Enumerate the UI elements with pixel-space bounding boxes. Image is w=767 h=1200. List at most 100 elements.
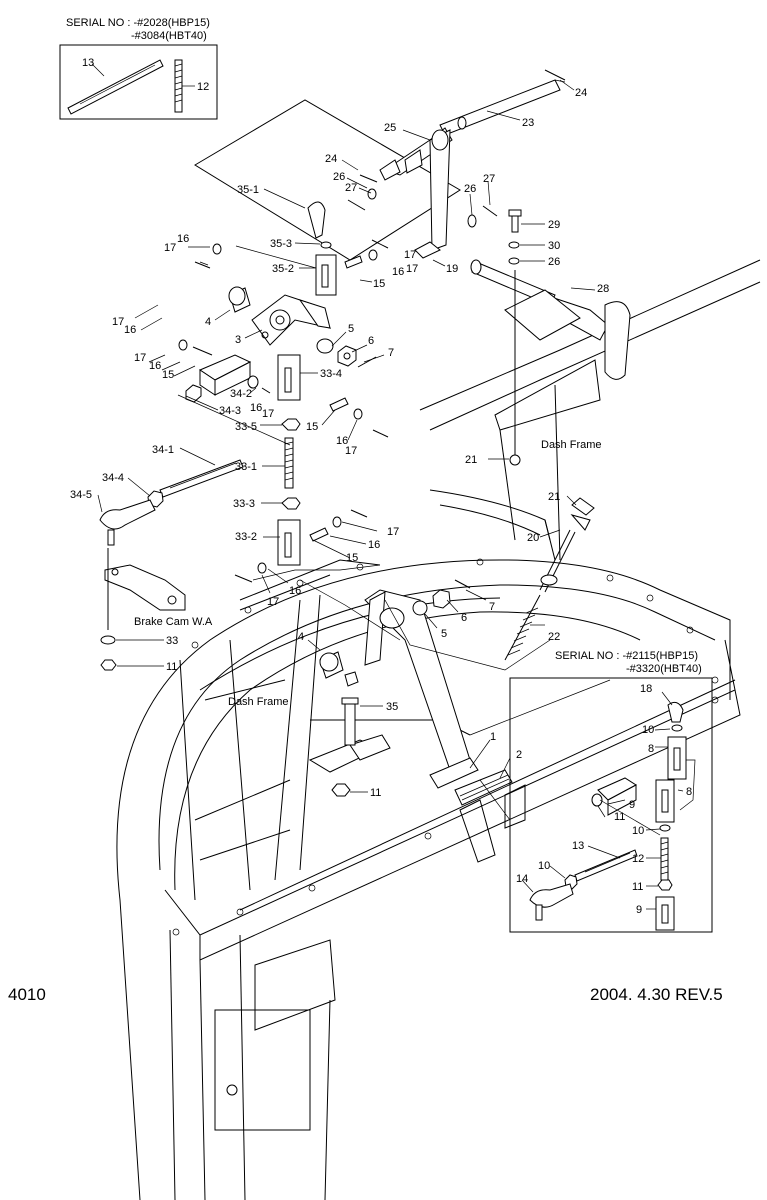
top-serial-line2: -#3084(HBT40) [131, 30, 207, 42]
callout-33-2: 33-2 [235, 531, 257, 543]
callout-34-5: 34-5 [70, 489, 92, 501]
callout-17: 17 [345, 445, 357, 457]
callout-26: 26 [548, 256, 560, 268]
callout-7: 7 [388, 347, 394, 359]
callout-16: 16 [336, 435, 348, 447]
top-serial-line1: SERIAL NO : -#2028(HBP15) [66, 17, 210, 29]
callout-18: 18 [640, 683, 652, 695]
callout-11: 11 [166, 661, 177, 673]
pedal-assembly [299, 497, 595, 806]
callout-28: 28 [597, 283, 609, 295]
callout-12-top: 12 [197, 81, 209, 93]
callout-17: 17 [387, 526, 399, 538]
callout-10: 10 [642, 724, 654, 736]
callout-11: 11 [614, 811, 625, 823]
cab-frame [116, 259, 761, 1200]
top-inset-serial: SERIAL NO : -#2028(HBP15) -#3084(HBT40) [66, 17, 210, 43]
callout-17: 17 [262, 408, 274, 420]
callout-3: 3 [235, 334, 241, 346]
callout-29: 29 [548, 219, 560, 231]
callout-21: 21 [548, 491, 560, 503]
callout-30: 30 [548, 240, 560, 252]
callout-10: 10 [632, 825, 644, 837]
callout-17: 17 [164, 242, 176, 254]
middle-linkage [99, 286, 389, 671]
callout-34-3: 34-3 [219, 405, 241, 417]
callout-11: 11 [370, 787, 381, 799]
callout-4: 4 [205, 316, 211, 328]
callout-34-1: 34-1 [152, 444, 174, 456]
callout-leaders [97, 79, 684, 910]
callout-15: 15 [306, 421, 318, 433]
callout-35-2: 35-2 [272, 263, 294, 275]
callout-9: 9 [629, 799, 635, 811]
callout-35-1: 35-1 [237, 184, 259, 196]
callout-10: 10 [538, 860, 550, 872]
callout-17: 17 [267, 596, 279, 608]
callout-5: 5 [348, 323, 354, 335]
callout-13: 13 [572, 840, 584, 852]
callout-9: 9 [636, 904, 642, 916]
callout-15: 15 [162, 369, 174, 381]
callout-4: 4 [298, 631, 304, 643]
callout-16: 16 [124, 324, 136, 336]
callout-20: 20 [527, 532, 539, 544]
callout-27: 27 [345, 182, 357, 194]
callout-21: 21 [465, 454, 477, 466]
callout-33-3: 33-3 [233, 498, 255, 510]
callout-33: 33 [166, 635, 178, 647]
callout-8: 8 [648, 743, 654, 755]
upper-shaft-assembly [194, 69, 631, 466]
bottom-inset [469, 677, 713, 933]
callout-17: 17 [134, 352, 146, 364]
callout-26: 26 [333, 171, 345, 183]
callout-labels: 13 12 24 23 25 24 26 27 35-1 26 27 29 30… [70, 57, 692, 916]
callout-7: 7 [489, 601, 495, 613]
callout-16: 16 [392, 266, 404, 278]
callout-15: 15 [373, 278, 385, 290]
callout-34-4: 34-4 [102, 472, 124, 484]
callout-16: 16 [289, 585, 301, 597]
brake-cam-label: Brake Cam W.A [134, 616, 213, 628]
callout-17: 17 [112, 316, 124, 328]
callout-6: 6 [368, 335, 374, 347]
callout-34-2: 34-2 [230, 388, 252, 400]
callout-14: 14 [516, 873, 528, 885]
callout-6: 6 [461, 612, 467, 624]
callout-2: 2 [516, 749, 522, 761]
callout-16: 16 [149, 360, 161, 372]
callout-35: 35 [386, 701, 398, 713]
bottom-serial-line1: SERIAL NO : -#2115(HBP15) [555, 650, 699, 662]
dash-frame-label-right: Dash Frame [541, 439, 602, 451]
callout-12: 12 [632, 853, 644, 865]
callout-24: 24 [575, 87, 587, 99]
callout-17: 17 [406, 263, 418, 275]
callout-35-3: 35-3 [270, 238, 292, 250]
callout-5: 5 [441, 628, 447, 640]
callout-17: 17 [404, 249, 416, 261]
callout-15: 15 [346, 552, 358, 564]
callout-33-4: 33-4 [320, 368, 342, 380]
bottom-serial-line2: -#3320(HBT40) [626, 663, 702, 675]
bottom-inset-serial: SERIAL NO : -#2115(HBP15) -#3320(HBT40) [555, 650, 702, 676]
callout-25: 25 [384, 122, 396, 134]
callout-8: 8 [686, 786, 692, 798]
dash-frame-label-left: Dash Frame [228, 696, 289, 708]
callout-33-5: 33-5 [235, 421, 257, 433]
callout-24: 24 [325, 153, 337, 165]
callout-23: 23 [522, 117, 534, 129]
callout-13-top: 13 [82, 57, 94, 69]
page-code: 4010 [8, 985, 46, 1004]
revision-date: 2004. 4.30 REV.5 [590, 985, 723, 1004]
top-inset [59, 44, 218, 120]
callout-16: 16 [250, 402, 262, 414]
callout-16: 16 [368, 539, 380, 551]
callout-27: 27 [483, 173, 495, 185]
callout-11: 11 [632, 881, 643, 893]
callout-16: 16 [177, 233, 189, 245]
callout-33-1: 33-1 [235, 461, 257, 473]
callout-1: 1 [490, 731, 496, 743]
callout-26: 26 [464, 183, 476, 195]
callout-22: 22 [548, 631, 560, 643]
